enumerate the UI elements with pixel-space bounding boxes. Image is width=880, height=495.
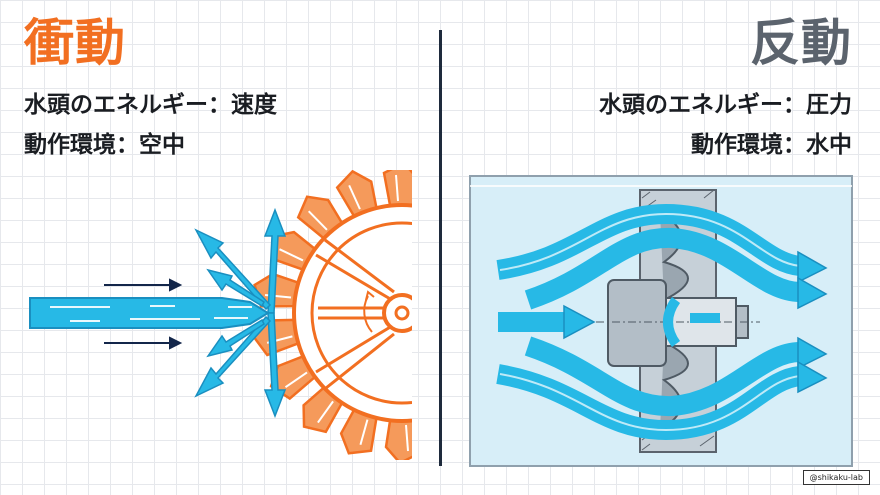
reaction-turbine	[496, 189, 828, 453]
bucket-highlight	[348, 184, 361, 210]
bucket-highlight	[395, 174, 399, 202]
bucket-highlight	[405, 424, 409, 452]
credit-label: @shikaku-lab	[802, 470, 870, 485]
splash-arrows	[194, 207, 287, 419]
bucket-highlight	[284, 371, 308, 389]
impulse-energy-line: 水頭のエネルギー：速度	[24, 92, 277, 118]
pelton-bucket	[384, 419, 412, 460]
pelton-bucket	[422, 166, 468, 217]
bucket-highlight	[359, 419, 369, 445]
center-divider	[439, 30, 442, 466]
bucket-highlight	[444, 416, 455, 441]
reaction-energy-line: 水頭のエネルギー：圧力	[599, 92, 852, 118]
bucket-highlight	[279, 248, 304, 262]
impulse-environment-line: 動作環境：空中	[24, 132, 185, 158]
impulse-title: 衝動	[24, 14, 126, 72]
pelton-bucket	[424, 408, 470, 459]
bucket-highlight	[307, 210, 328, 231]
bucket-highlight	[317, 400, 334, 424]
pelton-bucket	[382, 170, 412, 207]
pelton-wheel	[252, 166, 470, 460]
bucket-highlight	[435, 181, 446, 206]
water-jet	[29, 297, 270, 329]
reaction-environment-line: 動作環境：水中	[691, 132, 852, 158]
jet-arrows	[104, 278, 183, 350]
reaction-title: 反動	[750, 14, 852, 72]
